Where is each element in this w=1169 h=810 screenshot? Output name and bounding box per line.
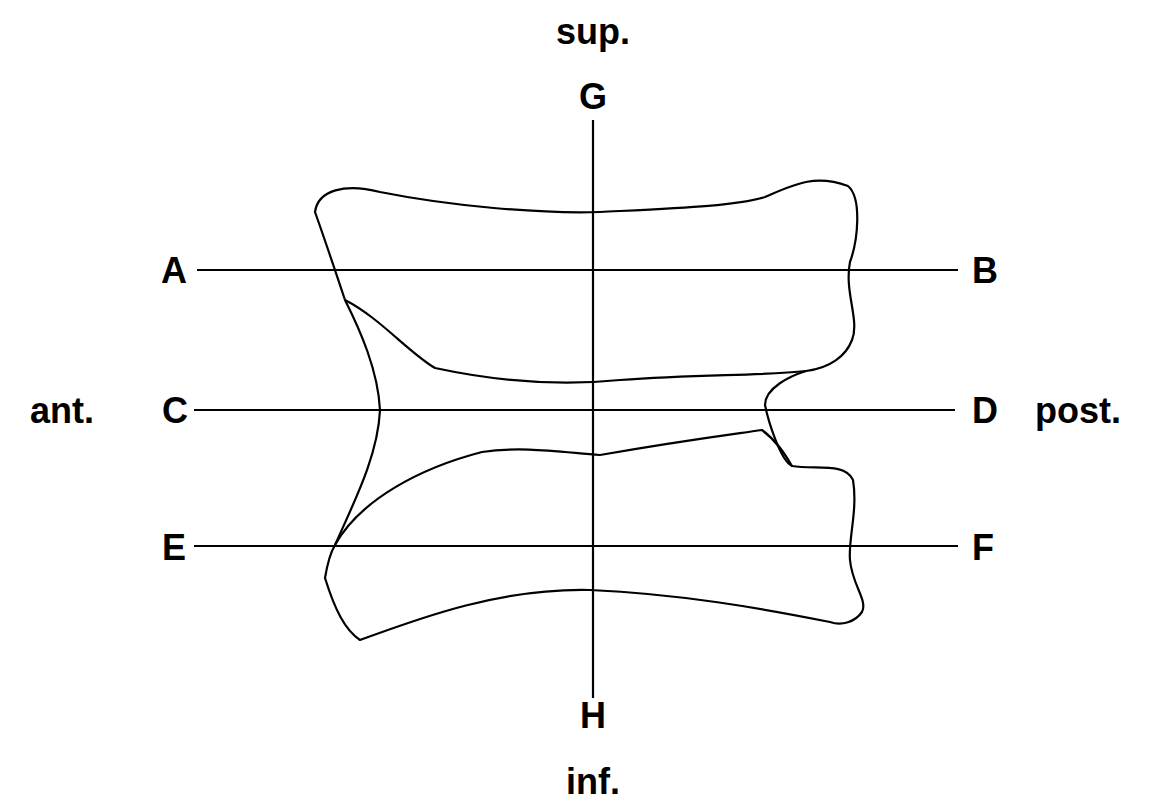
lower-endplate bbox=[335, 430, 792, 545]
upper-endplate bbox=[345, 300, 806, 383]
line-letter: B bbox=[972, 253, 998, 289]
line-letter: G bbox=[579, 79, 607, 115]
axis-line-gh bbox=[592, 120, 594, 698]
axis-line-ab bbox=[197, 269, 958, 271]
line-letter: D bbox=[972, 393, 998, 429]
axis-line-cd bbox=[194, 409, 955, 411]
line-letter: F bbox=[972, 530, 994, 566]
direction-label: sup. bbox=[556, 14, 630, 50]
direction-label: ant. bbox=[30, 393, 94, 429]
line-letter: A bbox=[161, 253, 187, 289]
line-letter: C bbox=[162, 393, 188, 429]
line-letter: E bbox=[162, 530, 186, 566]
line-letter: H bbox=[580, 698, 606, 734]
axis-line-ef bbox=[194, 545, 958, 547]
direction-label: post. bbox=[1035, 393, 1121, 429]
direction-label: inf. bbox=[566, 764, 620, 800]
